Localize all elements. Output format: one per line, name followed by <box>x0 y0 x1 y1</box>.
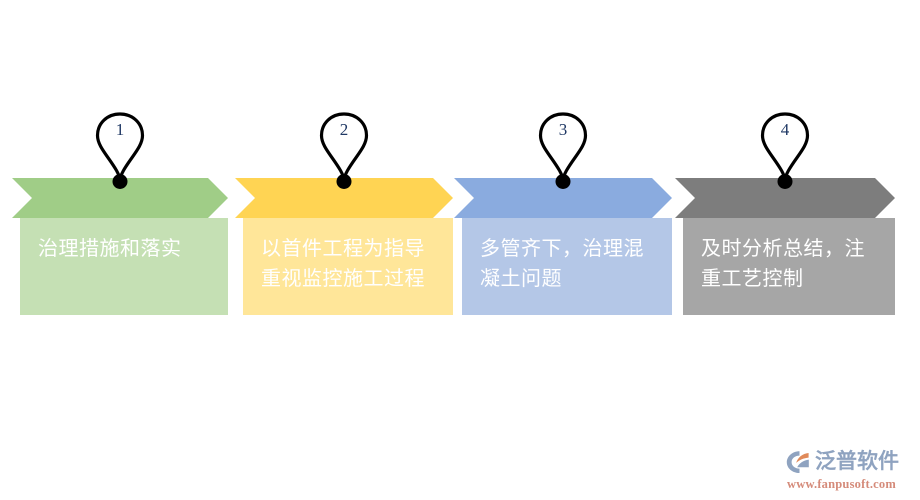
step-3-label: 多管齐下，治理混凝土问题 <box>480 238 644 290</box>
process-step-3[interactable]: 多管齐下，治理混凝土问题 3 <box>454 0 672 500</box>
step-3-chevron-header <box>454 178 672 218</box>
process-step-4[interactable]: 及时分析总结，注重工艺控制 4 <box>675 0 895 500</box>
step-4-pin-marker[interactable]: 4 <box>758 108 812 189</box>
watermark-brand-row: 泛普软件 <box>786 448 916 476</box>
process-step-2[interactable]: 以首件工程为指导重视监控施工过程 2 <box>235 0 453 500</box>
step-1-pin-marker[interactable]: 1 <box>93 108 147 189</box>
watermark-url-text: www.fanpusoft.com <box>787 477 896 491</box>
step-3-body: 多管齐下，治理混凝土问题 <box>462 218 672 315</box>
process-step-1[interactable]: 治理措施和落实 1 <box>12 0 228 500</box>
step-4-chevron-header <box>675 178 895 218</box>
step-2-pin-marker[interactable]: 2 <box>317 108 371 189</box>
watermark: 泛普软件 www.fanpusoft.com <box>786 448 916 492</box>
fanpusoft-logo-icon <box>786 450 812 474</box>
step-2-body: 以首件工程为指导重视监控施工过程 <box>243 218 453 315</box>
step-1-body: 治理措施和落实 <box>20 218 228 315</box>
step-4-body: 及时分析总结，注重工艺控制 <box>683 218 895 315</box>
step-4-label: 及时分析总结，注重工艺控制 <box>701 238 865 290</box>
step-3-pin-marker[interactable]: 3 <box>536 108 590 189</box>
step-2-chevron-header <box>235 178 453 218</box>
step-2-label: 以首件工程为指导重视监控施工过程 <box>261 238 425 290</box>
watermark-brand-text: 泛普软件 <box>815 450 899 473</box>
step-1-label: 治理措施和落实 <box>38 238 182 260</box>
step-1-chevron-header <box>12 178 228 218</box>
